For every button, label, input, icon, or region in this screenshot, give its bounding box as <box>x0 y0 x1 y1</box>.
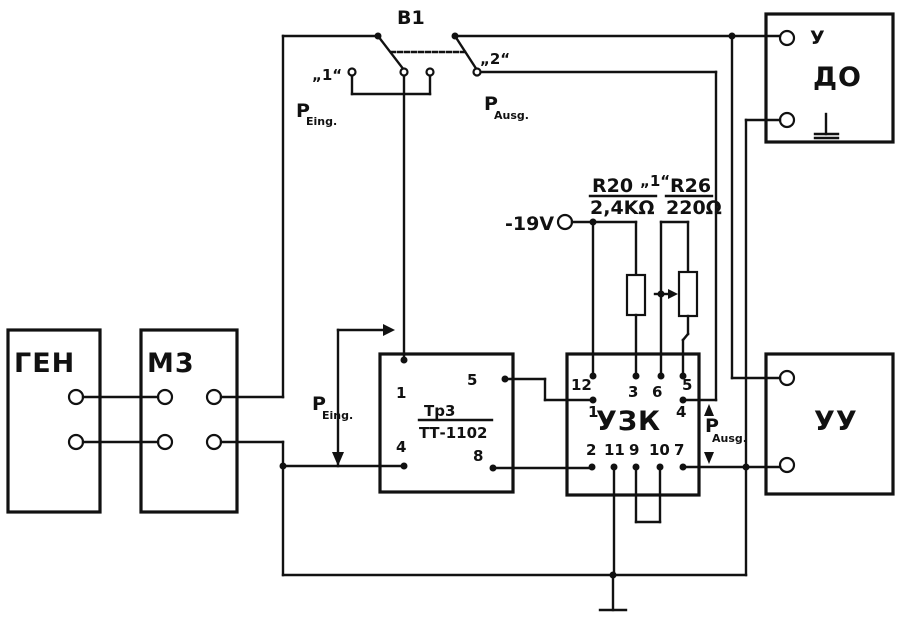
uu-input-terminal-1 <box>778 369 796 387</box>
ground-symbol <box>813 112 840 140</box>
svg-text:Ausg.: Ausg. <box>712 432 747 445</box>
generator-output-terminal-2 <box>67 433 85 451</box>
tr3-pin-1: 1 <box>396 384 406 402</box>
attenuator-m3-block: М3 <box>139 328 239 514</box>
m3-input-terminal-2 <box>156 433 174 451</box>
uzk-block: 12 3 6 5 1 4 УЗК 2 11 9 10 7 <box>565 352 701 497</box>
attenuator-m3-label: М3 <box>147 348 195 379</box>
do-ground-terminal <box>778 111 796 129</box>
svg-text:P: P <box>705 415 719 437</box>
supply-voltage-label: -19V <box>505 213 554 235</box>
uzk-label: УЗК <box>596 406 661 437</box>
p-eing-top-label: P Eing. <box>296 100 337 128</box>
tr3-title: Тр3 <box>424 402 455 420</box>
do-label: ДО <box>813 62 862 93</box>
uzk-pin-4: 4 <box>676 403 686 421</box>
m3-output-terminal-1 <box>205 388 223 406</box>
uzk-pin-7: 7 <box>674 441 684 459</box>
uzk-pin-10: 10 <box>649 441 670 459</box>
m3-input-terminal-1 <box>156 388 174 406</box>
do-input-terminal <box>778 29 796 47</box>
svg-text:Eing.: Eing. <box>322 409 353 422</box>
uzk-pin-6: 6 <box>652 383 662 401</box>
switch-position-2: „2“ <box>480 50 510 68</box>
uzk-pin-9: 9 <box>629 441 639 459</box>
uzk-pin-5: 5 <box>682 376 692 394</box>
switch-b1-label: В1 <box>397 7 425 29</box>
tr3-pin-8: 8 <box>473 447 483 465</box>
uzk-pin-11: 11 <box>604 441 625 459</box>
switch-position-1: „1“ <box>312 66 342 84</box>
uzk-pin-3: 3 <box>628 383 638 401</box>
do-input-label: У <box>810 27 825 49</box>
p-eing-bottom-label: P Eing. <box>312 393 353 422</box>
uu-input-terminal-2 <box>778 456 796 474</box>
generator-output-terminal-1 <box>67 388 85 406</box>
p-ausg-top-label: P Ausg. <box>484 93 529 122</box>
r26-value: 220Ω <box>666 197 722 219</box>
resistor-r26 <box>677 270 699 318</box>
uzk-pin-1: 1 <box>588 403 598 421</box>
r20-name: R20 <box>592 175 633 197</box>
svg-text:Eing.: Eing. <box>306 115 337 128</box>
uu-label: УУ <box>814 406 858 437</box>
tr3-type: ТТ-1102 <box>419 424 487 442</box>
resistor-r20 <box>625 273 647 317</box>
svg-text:P: P <box>312 393 326 415</box>
m3-output-terminal-2 <box>205 433 223 451</box>
r20-group-mark: „1“ <box>640 172 670 190</box>
wiring <box>81 32 782 612</box>
uzk-pin-12: 12 <box>571 376 592 394</box>
svg-text:Ausg.: Ausg. <box>494 109 529 122</box>
amplifier-uu-block: УУ <box>764 352 895 496</box>
uzk-pin-2: 2 <box>586 441 596 459</box>
svg-text:P: P <box>484 93 498 115</box>
generator-block: ГЕН <box>6 328 102 514</box>
r26-name: R26 <box>670 175 711 197</box>
generator-label: ГЕН <box>14 348 75 379</box>
transformer-tr3-block: 1 4 5 8 Тр3 ТТ-1102 <box>378 352 515 494</box>
p-ausg-bottom-label: P Ausg. <box>705 415 747 445</box>
r20-value: 2,4KΩ <box>590 197 655 219</box>
oscilloscope-do-block: У ДО <box>764 12 895 144</box>
svg-text:P: P <box>296 100 310 122</box>
tr3-pin-5: 5 <box>467 371 477 389</box>
tr3-pin-4: 4 <box>396 438 406 456</box>
